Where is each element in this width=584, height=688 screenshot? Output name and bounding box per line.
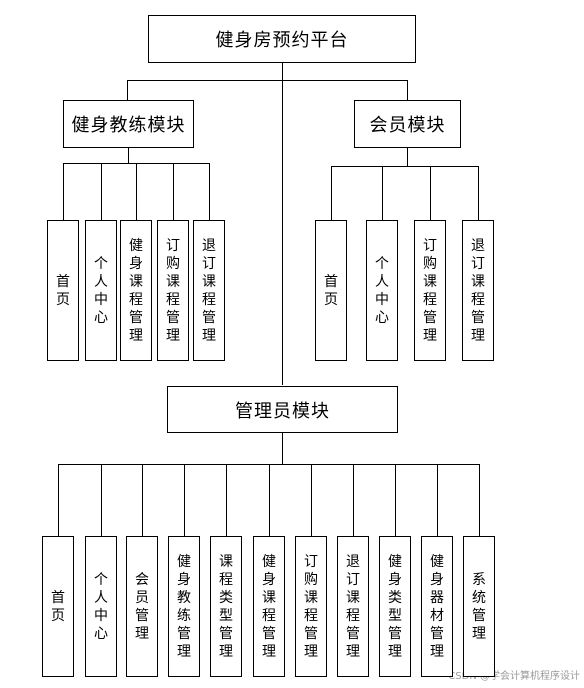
coach-child-label: 退订课程管理: [202, 237, 216, 344]
coach-child-drop: [173, 163, 174, 220]
admin-child-node: 健身器材管理: [421, 536, 453, 677]
admin-parent-drop: [282, 433, 283, 464]
admin-child-drop: [479, 464, 480, 536]
admin-child-label: 健身类型管理: [388, 553, 402, 660]
coach-child-label: 健身课程管理: [129, 237, 143, 344]
admin-child-node: 系统管理: [463, 536, 495, 677]
root-label: 健身房预约平台: [215, 30, 349, 51]
coach-parent-drop: [128, 148, 129, 163]
member-child-drop: [331, 166, 332, 220]
admin-child-drop: [226, 464, 227, 536]
coach-child-drop: [136, 163, 137, 220]
admin-child-node: 个人中心: [85, 536, 117, 677]
coach-child-node: 健身课程管理: [120, 220, 152, 361]
admin-child-node: 课程类型管理: [210, 536, 242, 677]
member-child-drop: [478, 166, 479, 220]
admin-child-drop: [269, 464, 270, 536]
admin-child-drop: [395, 464, 396, 536]
admin-module-node: 管理员模块: [167, 386, 398, 433]
admin-child-label: 健身教练管理: [177, 553, 191, 660]
admin-child-node: 健身课程管理: [253, 536, 285, 677]
coach-child-label: 订购课程管理: [166, 237, 180, 344]
member-child-node: 订购课程管理: [414, 220, 446, 361]
admin-child-label: 订购课程管理: [304, 553, 318, 660]
admin-child-label: 健身课程管理: [262, 553, 276, 660]
admin-child-node: 健身类型管理: [379, 536, 411, 677]
coach-child-drop: [63, 163, 64, 220]
admin-child-drop: [311, 464, 312, 536]
member-child-label: 订购课程管理: [423, 237, 437, 344]
admin-child-node: 退订课程管理: [337, 536, 369, 677]
admin-child-drop: [101, 464, 102, 536]
admin-child-label: 课程类型管理: [219, 553, 233, 660]
admin-child-drop: [142, 464, 143, 536]
coach-module-node: 健身教练模块: [63, 100, 194, 148]
admin-child-drop: [184, 464, 185, 536]
coach-child-node: 个人中心: [85, 220, 117, 361]
coach-child-node: 首页: [47, 220, 79, 361]
coach-module-label: 健身教练模块: [71, 115, 186, 136]
member-module-node: 会员模块: [354, 100, 461, 148]
member-child-drop: [382, 166, 383, 220]
root-node: 健身房预约平台: [148, 15, 416, 63]
coach-child-node: 退订课程管理: [193, 220, 225, 361]
admin-child-node: 首页: [42, 536, 74, 677]
coach-child-drop: [209, 163, 210, 220]
member-bus: [331, 166, 479, 167]
admin-child-label: 健身器材管理: [430, 553, 444, 660]
admin-child-drop: [58, 464, 59, 536]
connector-coach-drop: [127, 80, 128, 100]
admin-module-label: 管理员模块: [235, 400, 330, 422]
connector-root-bus: [127, 80, 408, 81]
admin-child-label: 退订课程管理: [346, 553, 360, 660]
connector-root-trunk: [282, 63, 283, 385]
member-child-label: 退订课程管理: [471, 237, 485, 344]
member-child-label: 个人中心: [375, 255, 389, 326]
admin-child-drop: [437, 464, 438, 536]
member-parent-drop: [407, 148, 408, 166]
member-module-label: 会员模块: [369, 115, 446, 136]
admin-child-node: 订购课程管理: [295, 536, 327, 677]
admin-child-drop: [353, 464, 354, 536]
member-child-drop: [430, 166, 431, 220]
connector-member-drop: [407, 80, 408, 100]
admin-child-label: 会员管理: [135, 571, 149, 642]
member-child-node: 首页: [315, 220, 347, 361]
coach-child-drop: [101, 163, 102, 220]
admin-child-node: 会员管理: [126, 536, 158, 677]
coach-child-label: 个人中心: [94, 255, 108, 326]
watermark-text: CSDN @学会计算机程序设计: [448, 671, 580, 682]
admin-child-label: 个人中心: [94, 571, 108, 642]
member-child-node: 退订课程管理: [462, 220, 494, 361]
member-child-label: 首页: [324, 273, 338, 308]
admin-child-label: 首页: [51, 589, 65, 624]
coach-child-node: 订购课程管理: [157, 220, 189, 361]
coach-child-label: 首页: [56, 273, 70, 308]
member-child-node: 个人中心: [366, 220, 398, 361]
admin-child-node: 健身教练管理: [168, 536, 200, 677]
admin-child-label: 系统管理: [472, 571, 486, 642]
